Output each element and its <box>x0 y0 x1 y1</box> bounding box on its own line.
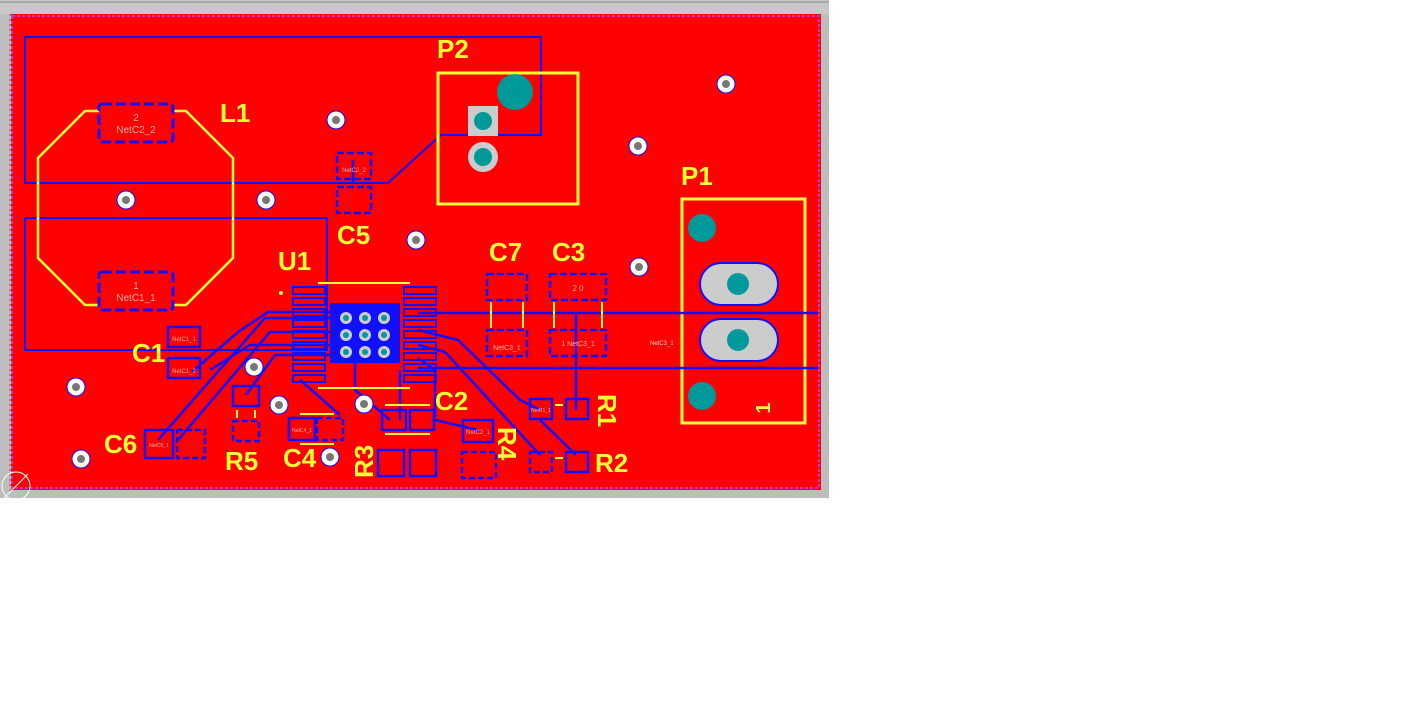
label-r4: R4 <box>492 427 522 461</box>
c4-pad-label: NetC4_1 <box>292 428 312 434</box>
via-group[interactable] <box>66 74 736 469</box>
r1-pad-1[interactable] <box>528 397 554 421</box>
label-r2: R2 <box>595 448 628 478</box>
label-l1: L1 <box>220 98 250 128</box>
c4-pad-2[interactable] <box>315 416 345 442</box>
p1-mount-hole-top[interactable] <box>688 214 716 242</box>
c6-pad-1[interactable] <box>143 428 175 460</box>
l1-pad2-num: 2 <box>133 113 139 124</box>
p1-pin1-label: 1 <box>753 402 775 413</box>
c6-pad-2[interactable] <box>175 428 207 460</box>
r5-pad-2[interactable] <box>231 419 261 443</box>
c2-pad-3[interactable] <box>461 418 495 444</box>
label-c6: C6 <box>104 429 137 459</box>
r3-pad-1[interactable] <box>376 448 406 478</box>
via[interactable] <box>406 230 426 250</box>
polygon-left <box>24 217 328 351</box>
c1-pad-1[interactable] <box>166 325 202 349</box>
p1-pad-1[interactable] <box>727 273 749 295</box>
r5-pad-1[interactable] <box>231 384 261 408</box>
via[interactable] <box>629 257 649 277</box>
c3-pad1-label: 1 NetC3_1 <box>561 341 595 348</box>
via[interactable] <box>320 447 340 467</box>
via[interactable] <box>71 449 91 469</box>
via[interactable] <box>628 136 648 156</box>
label-r3: R3 <box>349 445 379 478</box>
r2-pad-2[interactable] <box>564 450 590 474</box>
p1-pad-2[interactable] <box>727 329 749 351</box>
origin-marker <box>1 471 31 498</box>
c3-pad-1[interactable] <box>548 328 608 358</box>
label-c3: C3 <box>552 237 585 267</box>
r3-pad-2[interactable] <box>408 448 438 478</box>
via[interactable] <box>269 395 289 415</box>
via[interactable] <box>244 357 264 377</box>
label-c1: C1 <box>132 338 165 368</box>
c3-pad-2[interactable] <box>548 272 608 302</box>
c2-pad-2[interactable] <box>408 408 436 432</box>
l1-pad-1[interactable] <box>97 270 175 312</box>
c7-pad-1[interactable] <box>485 328 529 358</box>
p1-outline <box>680 197 807 425</box>
c4-pad-1[interactable] <box>287 416 317 442</box>
c5-pad-label: NetC2_2 <box>342 168 366 174</box>
c1-pad-2[interactable] <box>166 356 202 380</box>
via[interactable] <box>116 190 136 210</box>
r2-pad-1[interactable] <box>528 450 554 474</box>
r1-pad-2[interactable] <box>564 397 590 421</box>
c1-pad1-label: NetC1_1 <box>172 337 196 343</box>
label-r5: R5 <box>225 446 258 476</box>
u1-package[interactable] <box>279 282 437 389</box>
c6-pad-label: NetC6_1 <box>149 443 169 449</box>
c5-pad-2[interactable] <box>335 185 373 215</box>
r4-pad[interactable] <box>460 450 498 480</box>
l1-pad1-num: 1 <box>133 281 139 292</box>
p2-mount-hole[interactable] <box>497 74 533 110</box>
label-u1: U1 <box>278 246 311 276</box>
l1-pad1-net: NetC1_1 <box>116 293 156 304</box>
top-toolbar-strip <box>0 0 829 14</box>
p1-mount-hole-bottom[interactable] <box>688 382 716 410</box>
c1-pad2-label: NetC1_2 <box>172 369 196 375</box>
u1-pin1-dot <box>279 291 283 295</box>
c2-pad-label: NetC2_1 <box>466 430 490 436</box>
r1-pad-label: NetR1_1 <box>531 408 551 414</box>
c2-pad-1[interactable] <box>380 408 408 432</box>
c5-pad-1[interactable] <box>335 151 373 181</box>
net-label-netc3: NetC3_1 <box>650 341 674 347</box>
label-c2: C2 <box>435 386 468 416</box>
label-c5: C5 <box>337 220 370 250</box>
via[interactable] <box>354 394 374 414</box>
p2-pad-2[interactable] <box>474 148 492 166</box>
label-p1: P1 <box>681 161 713 191</box>
via[interactable] <box>326 110 346 130</box>
c3-pad2-label: 2 0 <box>572 284 584 293</box>
l1-pad-2[interactable] <box>97 102 175 144</box>
c7-pad-2[interactable] <box>485 272 529 302</box>
p2-pad-1[interactable] <box>474 112 492 130</box>
l1-outline <box>36 109 235 307</box>
board-outline <box>11 15 820 489</box>
copper-pour[interactable] <box>11 14 821 490</box>
via[interactable] <box>256 190 276 210</box>
via[interactable] <box>716 74 736 94</box>
label-c7: C7 <box>489 237 522 267</box>
pcb-board-canvas[interactable]: 2 NetC2_2 1 NetC1_1 1 <box>0 0 829 498</box>
label-c4: C4 <box>283 443 317 473</box>
polygon-top <box>24 36 542 184</box>
p2-outline <box>436 71 580 206</box>
l1-pad2-net: NetC2_2 <box>116 125 156 136</box>
label-r1: R1 <box>592 394 622 427</box>
via[interactable] <box>66 377 86 397</box>
pcb-editor-window[interactable]: 2 NetC2_2 1 NetC1_1 1 <box>0 0 829 498</box>
c7-pad-label: NetC3_1 <box>493 345 521 352</box>
label-p2: P2 <box>437 34 469 64</box>
